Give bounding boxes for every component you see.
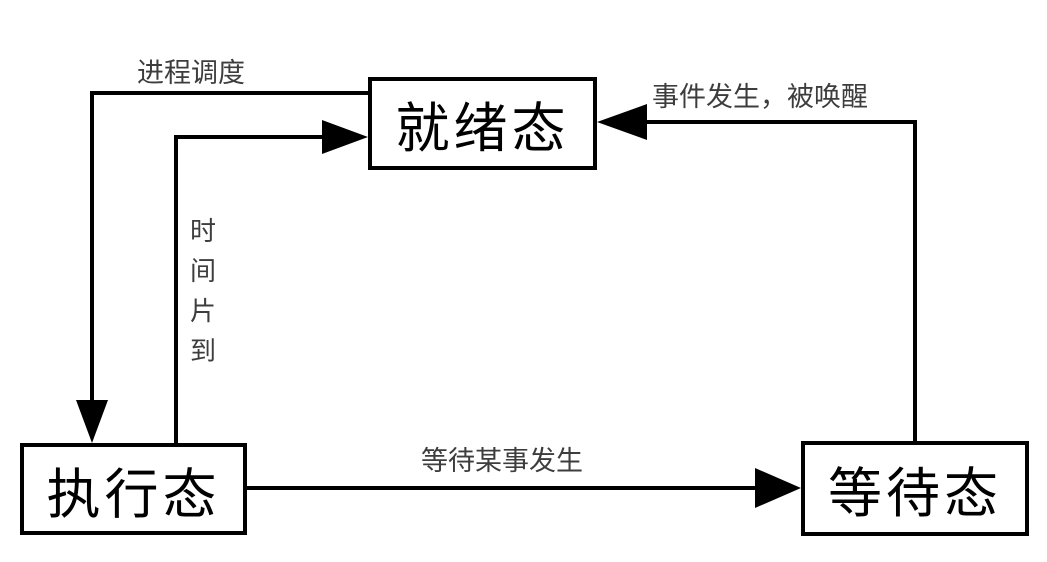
edge-label-timeslice: 时间片到 [189,217,216,367]
edge-timeslice-vertical-line [174,135,178,443]
edge-label-schedule: 进程调度 [137,58,245,89]
node-running-label: 执行态 [46,462,221,526]
edge-schedule-vertical-line [90,91,94,401]
node-ready-state: 就绪态 [368,77,597,170]
edge-label-wait: 等待某事发生 [421,446,583,477]
edge-wait-arrowhead-right-icon [755,468,801,508]
edge-label-wakeup: 事件发生，被唤醒 [652,82,868,113]
node-ready-label: 就绪态 [395,97,570,160]
edge-wakeup-horizontal-line [647,120,917,124]
node-waiting-label: 等待态 [828,462,1002,525]
node-waiting-state: 等待态 [801,441,1029,536]
edge-wait-horizontal-line [247,486,755,490]
edge-timeslice-horizontal-line [174,135,324,139]
edge-wakeup-vertical-line [913,120,917,441]
edge-wakeup-arrowhead-left-icon [597,104,647,140]
edge-timeslice-arrowhead-right-icon [322,120,368,154]
edge-schedule-horizontal-line [90,91,368,95]
edge-schedule-arrowhead-down-icon [76,400,108,443]
node-running-state: 执行态 [20,443,247,535]
